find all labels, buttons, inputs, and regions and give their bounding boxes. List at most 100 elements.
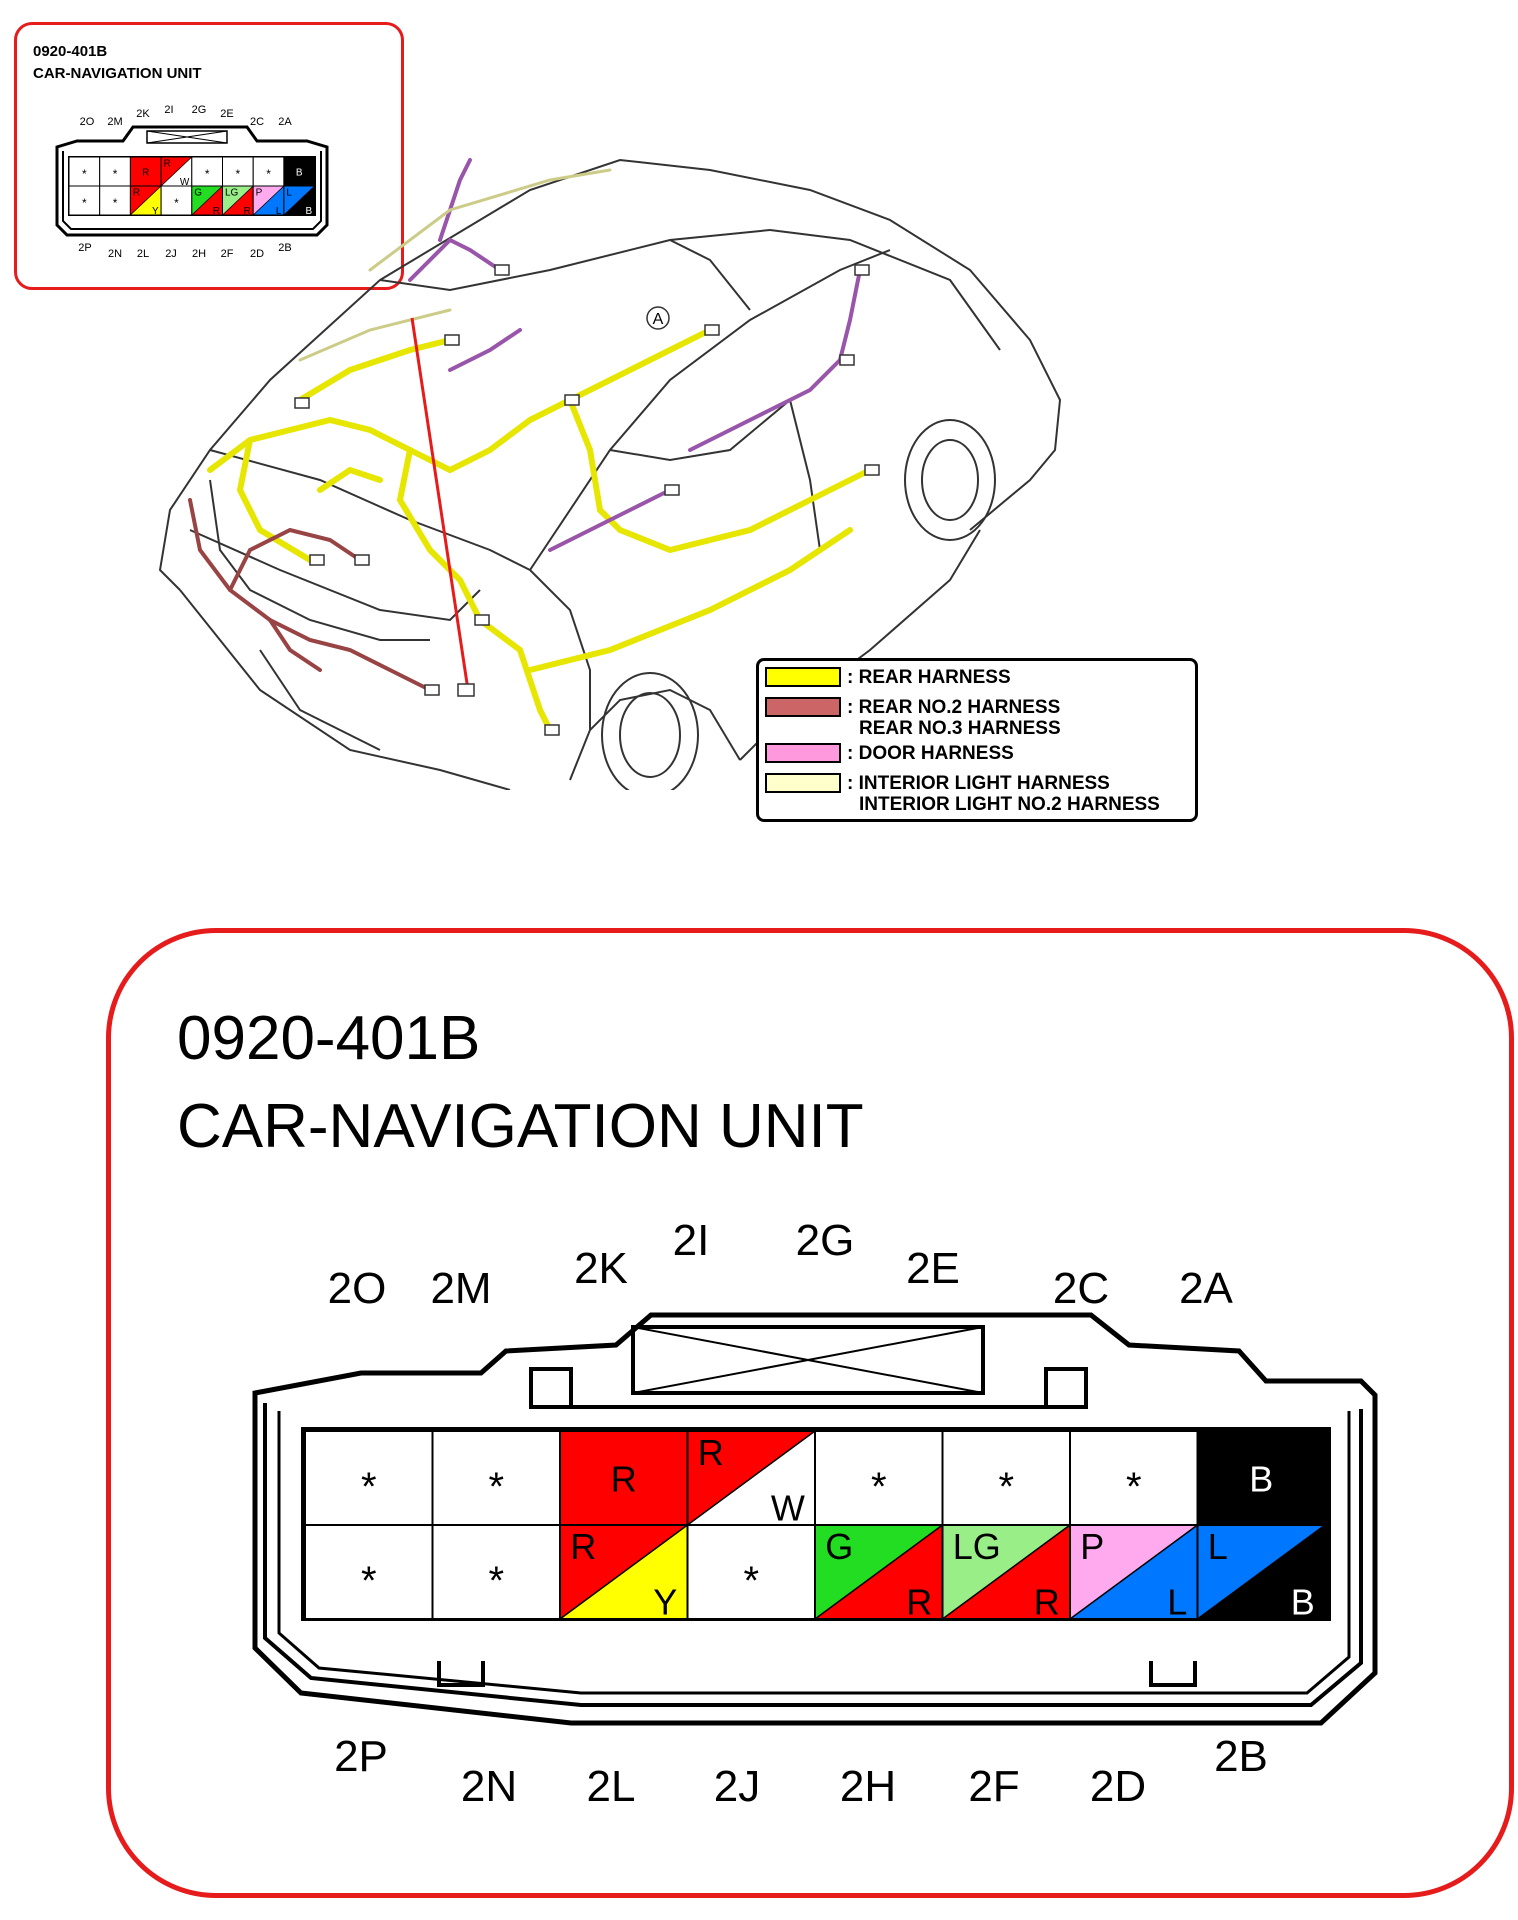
wire-color-label: R [164,159,171,170]
wire-color-label: B [296,167,303,178]
wire-stripe-label: R [213,206,220,217]
pin-cell-2j: * [686,1524,816,1620]
pin-cell-2h: GR [814,1524,944,1623]
inset-pin-label-top: 2O [80,116,95,128]
wire-color-label: R [142,167,149,178]
wire-color-label: LG [953,1526,1001,1567]
pin-cell-2d: PL [252,185,285,217]
connector-name: CAR-NAVIGATION UNIT [177,1092,864,1161]
pin-cell-2c: * [1069,1430,1199,1526]
pin-label-bottom: 2H [840,1762,896,1811]
rear-no2-harness-wires [188,498,432,692]
wire-stripe-label: Y [152,206,159,217]
inset-pin-label-bottom: 2D [250,248,264,260]
vehicle-body-outline [158,158,1062,790]
wire-stripe-label: B [1291,1582,1315,1623]
inset-pin-label-bottom: 2H [192,248,206,260]
pin-empty-mark: * [236,167,241,181]
pin-empty-mark: * [266,167,271,181]
wire-color-label: R [133,188,140,199]
legend-label: : DOOR HARNESS [847,743,1014,764]
legend-label: : REAR HARNESS [847,667,1011,688]
legend-swatch [765,667,841,687]
legend-label: : INTERIOR LIGHT HARNESS [847,773,1110,794]
pin-cell-2o: * [304,1430,434,1526]
wire-color-label: R [611,1459,637,1500]
inset-pin-label-bottom: 2P [78,242,91,254]
wire-color-label: G [825,1526,853,1567]
pin-cell-2c: * [252,156,285,187]
inset-pin-label-bottom: 2B [278,242,291,254]
wire-stripe-label: R [1034,1582,1060,1623]
pin-label-bottom: 2P [334,1732,388,1781]
pin-empty-mark: * [871,1465,887,1509]
pin-cell-2f: LGR [222,185,254,217]
pin-cell-2o: * [68,156,101,187]
pin-empty-mark: * [743,1559,759,1603]
pin-cell-2p: * [304,1524,434,1620]
pin-cell-2b: LB [283,185,316,217]
inset-pin-label-bottom: 2N [108,248,122,260]
pin-cell-2l: RY [129,185,162,217]
inset-pin-label-top: 2C [250,116,264,128]
pin-label-bottom: 2B [1214,1732,1268,1781]
pin-label-top: 2G [796,1216,855,1265]
legend-text: : DOOR HARNESS [847,743,1014,764]
inset-connector-name: CAR-NAVIGATION UNIT [33,65,202,82]
pin-label-bottom: 2L [587,1762,636,1811]
pin-cell-2l: RY [559,1524,689,1623]
wire-color-label: P [1080,1526,1104,1567]
inset-connector-code: 0920-401B [33,43,108,60]
pin-cell-2b: LB [1196,1524,1326,1623]
legend-label: : REAR NO.2 HARNESS [847,697,1061,718]
wire-stripe-label: B [305,206,312,217]
pin-empty-mark: * [361,1465,377,1509]
legend-text: : REAR HARNESS [847,667,1011,688]
inset-pin-label-bottom: 2F [221,248,234,260]
pin-label-top: 2M [430,1264,491,1313]
pin-cell-2e: * [222,156,254,187]
inset-pin-label-top: 2G [192,104,207,116]
vehicle-harness-illustration: A [158,158,1062,790]
wire-stripe-label: Y [653,1582,677,1623]
pin-cell-2a: B [1196,1430,1326,1526]
pin-label-top: 2K [574,1244,628,1293]
pin-cell-2d: PL [1069,1524,1199,1623]
legend-swatch [765,697,841,717]
latch-window [631,1325,985,1395]
pin-cell-2n: * [99,185,131,216]
rear-harness-wires [207,327,873,733]
wire-color-label: L [1208,1526,1228,1567]
door-harness-wires [408,158,862,552]
pin-cell-2g: * [814,1430,944,1526]
pin-empty-mark: * [82,167,87,181]
legend-swatch [765,743,841,763]
wire-stripe-label: L [1167,1582,1187,1623]
callout-marker-label: A [653,311,664,328]
inset-pin-label-top: 2M [107,116,122,128]
wire-stripe-label: L [276,206,282,217]
pin-cell-2a: B [283,156,316,187]
inset-pin-label-top: 2A [278,116,292,128]
wire-color-label: P [256,188,263,199]
pin-empty-mark: * [113,196,118,210]
pin-label-top: 2I [673,1216,710,1265]
pin-cell-2n: * [431,1524,561,1620]
wire-stripe-label: R [244,206,251,217]
pin-empty-mark: * [174,196,179,210]
pin-label-top: 2O [328,1264,387,1313]
legend-entry: : DOOR HARNESS [765,743,1014,764]
pin-label-bottom: 2D [1090,1762,1146,1811]
inset-pin-label-bottom: 2L [137,248,149,260]
pin-cell-2f: LG R [941,1524,1071,1623]
pin-empty-mark: * [488,1465,504,1509]
pin-empty-mark: * [1126,1465,1142,1509]
legend-label: INTERIOR LIGHT NO.2 HARNESS [859,794,1160,815]
inset-pin-label-bottom: 2J [165,248,177,260]
